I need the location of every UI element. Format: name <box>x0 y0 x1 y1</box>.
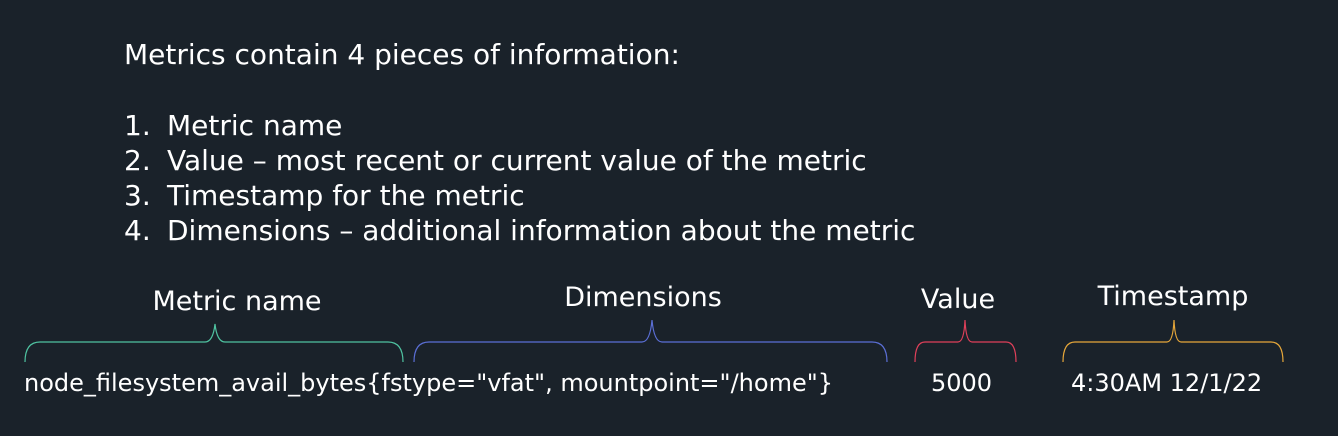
list-item: 2. Value – most recent or current value … <box>124 143 915 178</box>
timestamp-brace <box>1062 319 1284 363</box>
info-list: 1. Metric name 2. Value – most recent or… <box>124 108 915 248</box>
sample-value: 5000 <box>931 369 993 397</box>
value-label: Value <box>920 284 996 315</box>
slide-heading: Metrics contain 4 pieces of information: <box>124 38 680 71</box>
sample-metric-name: node_filesystem_avail_bytes <box>24 369 367 397</box>
sample-dimensions: {fstype="vfat", mountpoint="/home"} <box>366 369 834 397</box>
metric-name-brace <box>24 323 404 363</box>
list-item: 4. Dimensions – additional information a… <box>124 213 915 248</box>
list-item-text: Value – most recent or current value of … <box>167 144 867 177</box>
list-item: 1. Metric name <box>124 108 915 143</box>
list-item: 3. Timestamp for the metric <box>124 178 915 213</box>
dimensions-brace <box>413 319 888 363</box>
value-brace <box>914 319 1017 363</box>
list-item-number: 3. <box>124 179 151 212</box>
sample-metric: node_filesystem_avail_bytes{fstype="vfat… <box>24 367 833 399</box>
list-item-text: Metric name <box>167 109 343 142</box>
list-item-number: 1. <box>124 109 151 142</box>
list-item-number: 2. <box>124 144 151 177</box>
list-item-text: Timestamp for the metric <box>167 179 525 212</box>
list-item-text: Dimensions – additional information abou… <box>167 214 916 247</box>
metric-name-label: Metric name <box>152 286 322 317</box>
dimensions-label: Dimensions <box>564 282 722 313</box>
timestamp-label: Timestamp <box>1097 281 1249 312</box>
sample-timestamp: 4:30AM 12/1/22 <box>1071 369 1263 397</box>
list-item-number: 4. <box>124 214 151 247</box>
